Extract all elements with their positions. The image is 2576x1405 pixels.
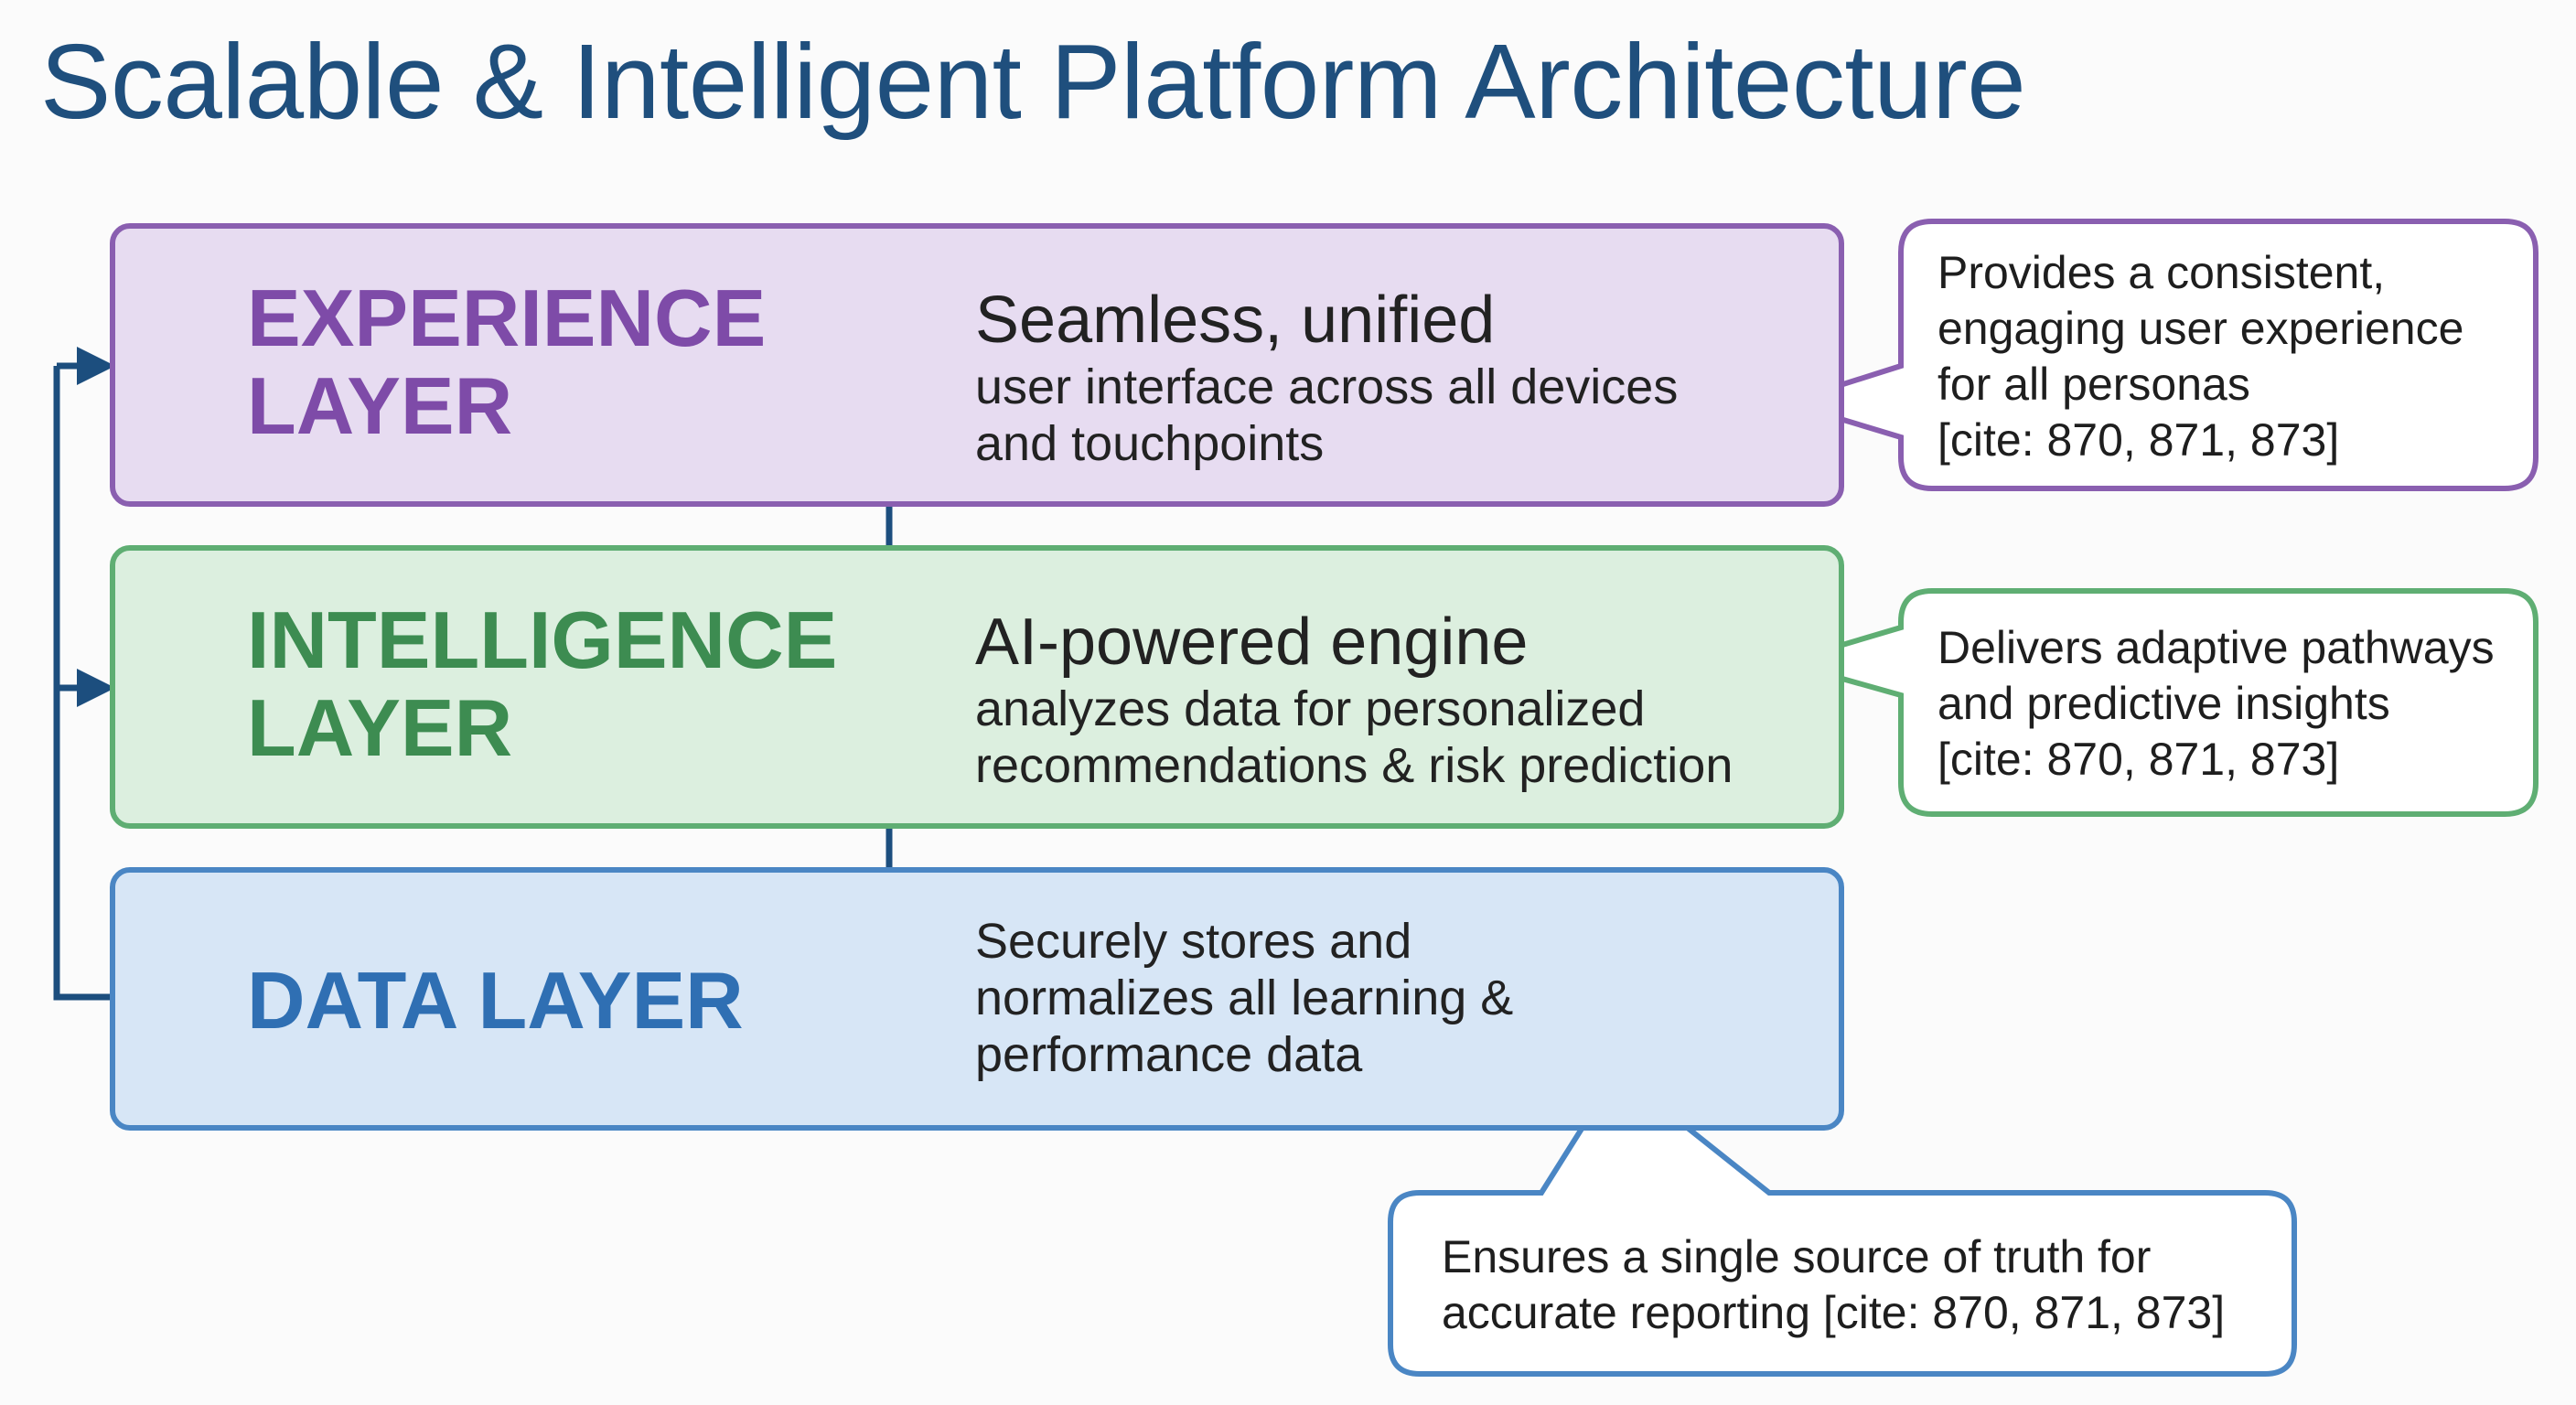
intelligence-layer-description: AI-powered engine analyzes data for pers… [975, 604, 1733, 794]
intelligence-layer-headline: AI-powered engine [975, 606, 1529, 679]
experience-layer-body: user interface across all devices and to… [975, 359, 1679, 471]
intelligence-layer: INTELLIGENCE LAYER AI-powered engine ana… [110, 545, 1844, 829]
experience-layer-description: Seamless, unified user interface across … [975, 282, 1678, 472]
experience-layer-headline: Seamless, unified [975, 284, 1496, 357]
data-layer-description: Securely stores and normalizes all learn… [975, 913, 1513, 1083]
intelligence-layer-title: INTELLIGENCE LAYER [247, 595, 838, 773]
experience-layer-title: EXPERIENCE LAYER [247, 273, 767, 451]
callout-intelligence-bubble [1774, 588, 2538, 817]
feedback-loop-line [53, 366, 110, 1001]
experience-layer: EXPERIENCE LAYER Seamless, unified user … [110, 223, 1844, 507]
callout-experience-text: Provides a consistent, engaging user exp… [1937, 247, 2464, 466]
callout-intelligence-text: Delivers adaptive pathways and predictiv… [1937, 622, 2495, 785]
data-layer-title: DATA LAYER [247, 955, 744, 1046]
callout-data-text: Ensures a single source of truth for acc… [1442, 1231, 2226, 1338]
intelligence-layer-body: analyzes data for personalized recommend… [975, 681, 1733, 793]
data-layer-body: Securely stores and normalizes all learn… [975, 914, 1514, 1082]
callout-data-bubble [1388, 1067, 2297, 1377]
page-title: Scalable & Intelligent Platform Architec… [40, 22, 2026, 141]
data-layer: DATA LAYER Securely stores and normalize… [110, 867, 1844, 1131]
callout-experience-bubble [1776, 219, 2538, 491]
